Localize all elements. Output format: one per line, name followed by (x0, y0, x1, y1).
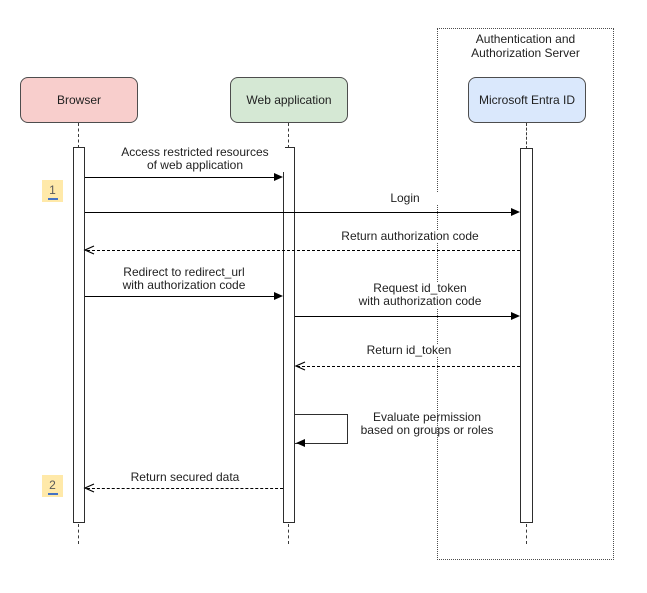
actor-web-application-label: Web application (246, 93, 332, 107)
msg-return-secured-data-arrow (87, 488, 283, 489)
msg-redirect-label: Redirect to redirect_url with authorizat… (94, 266, 274, 292)
msg-return-secured-data-line1: Return secured data (130, 470, 240, 484)
auth-server-group-label-line2: Authorization Server (471, 46, 580, 60)
marker-1-underline (47, 197, 58, 200)
entra-id-lifeline-top (526, 123, 527, 149)
msg-redirect-arrow (85, 296, 275, 297)
msg-access-restricted-line1: Access restricted resources (121, 145, 269, 159)
actor-browser-label: Browser (56, 93, 101, 107)
msg-login-label: Login (355, 192, 455, 205)
marker-2-label: 2 (49, 477, 56, 492)
msg-return-auth-code-label: Return authorization code (330, 230, 490, 243)
filled-arrowhead-right-icon (511, 208, 520, 216)
msg-login-line1: Login (390, 191, 420, 205)
msg-evaluate-permission-line2: based on groups or roles (360, 423, 494, 437)
msg-return-id-token-label: Return id_token (339, 344, 479, 357)
msg-evaluate-permission-self-loop (295, 414, 348, 444)
actor-microsoft-entra-id: Microsoft Entra ID (468, 77, 586, 123)
marker-1[interactable]: 1 (42, 180, 63, 202)
open-arrowhead-left-icon (83, 245, 95, 255)
msg-redirect-line1: Redirect to redirect_url (123, 265, 245, 279)
browser-activation-bar (73, 147, 85, 523)
filled-arrowhead-right-icon (274, 292, 283, 300)
msg-request-id-token-line2: with authorization code (358, 294, 482, 308)
msg-access-restricted-arrow (85, 177, 275, 178)
marker-1-label: 1 (49, 182, 56, 197)
open-arrowhead-left-icon (83, 483, 95, 493)
msg-request-id-token-label: Request id_token with authorization code (340, 282, 500, 308)
marker-2-underline (47, 492, 58, 495)
filled-arrowhead-right-icon (274, 173, 283, 181)
msg-return-secured-data-label: Return secured data (105, 471, 265, 484)
filled-arrowhead-right-icon (511, 312, 520, 320)
actor-browser: Browser (20, 77, 138, 123)
open-arrowhead-left-icon (294, 361, 306, 371)
msg-access-restricted-line2: of web application (146, 158, 244, 172)
browser-lifeline-bottom (78, 524, 79, 544)
msg-evaluate-permission-label: Evaluate permission based on groups or r… (352, 411, 502, 437)
msg-request-id-token-line1: Request id_token (373, 281, 467, 295)
browser-lifeline-top (78, 123, 79, 148)
msg-return-auth-code-arrow (87, 250, 520, 251)
web-application-lifeline-bottom (288, 524, 289, 544)
web-application-activation-bar (283, 147, 295, 523)
filled-arrowhead-left-icon (296, 439, 305, 447)
msg-evaluate-permission-line1: Evaluate permission (372, 410, 482, 424)
marker-2[interactable]: 2 (42, 475, 63, 497)
msg-login-arrow (85, 212, 512, 213)
actor-microsoft-entra-id-label: Microsoft Entra ID (478, 93, 576, 107)
entra-id-lifeline-bottom (526, 524, 527, 544)
msg-access-restricted-label: Access restricted resources of web appli… (105, 146, 285, 172)
msg-return-id-token-arrow (297, 366, 520, 367)
auth-server-group-label: Authentication and Authorization Server (442, 32, 609, 60)
web-application-lifeline-top (288, 123, 289, 148)
entra-id-activation-bar (520, 148, 533, 523)
msg-return-id-token-line1: Return id_token (366, 343, 452, 357)
msg-return-auth-code-line1: Return authorization code (341, 229, 479, 243)
auth-server-group-label-line1: Authentication and (475, 32, 576, 46)
msg-request-id-token-arrow (295, 316, 512, 317)
actor-web-application: Web application (230, 77, 348, 123)
msg-redirect-line2: with authorization code (122, 278, 246, 292)
